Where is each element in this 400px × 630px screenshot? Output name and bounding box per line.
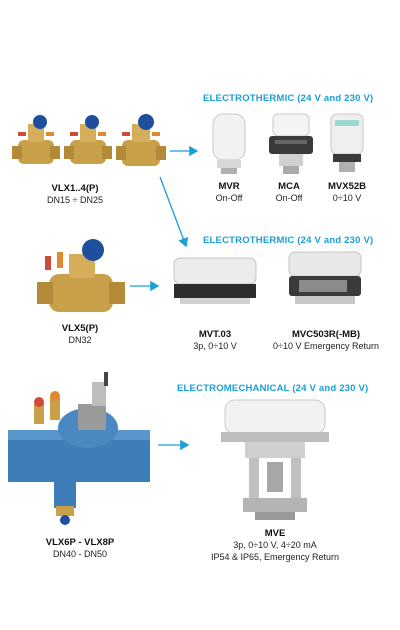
mvc503r-desc: 0÷10 V Emergency Return <box>273 341 379 351</box>
mve-actuator-image <box>221 399 329 520</box>
mvr-name: MVR <box>218 181 240 192</box>
heading-electrothermic-1: ELECTROTHERMIC (24 V and 230 V) <box>203 93 374 104</box>
vlx6-8-valve-image <box>8 372 150 525</box>
mvt03-desc: 3p, 0÷10 V <box>193 341 237 351</box>
vlx5-name: VLX5(P) <box>61 323 99 334</box>
mca-actuator-image <box>269 113 313 174</box>
mvx52b-desc: 0÷10 V <box>332 193 362 203</box>
mve-desc: 3p, 0÷10 V, 4÷20 mA <box>233 540 317 550</box>
mvx52b-name: MVX52B <box>327 181 366 192</box>
heading-electrothermic-2: ELECTROTHERMIC (24 V and 230 V) <box>203 235 374 246</box>
mvr-desc: On-Off <box>215 193 243 203</box>
arrow-vlx14-to-mvt <box>159 176 189 248</box>
mca-name: MCA <box>278 181 300 192</box>
vlx1-4-name: VLX1..4(P) <box>51 183 99 194</box>
vlx5-desc: DN32 <box>68 335 92 345</box>
mve-name: MVE <box>264 528 286 539</box>
mca-desc: On-Off <box>275 193 303 203</box>
mvc503r-actuator-image <box>288 251 362 304</box>
heading-electromechanical: ELECTROMECHANICAL (24 V and 230 V) <box>177 383 369 394</box>
mvt03-actuator-image <box>173 257 257 304</box>
vlx5-valve-image <box>37 239 125 312</box>
mve-desc2: IP54 & IP65, Emergency Return <box>210 552 340 562</box>
vlx1-4-desc: DN15 ÷ DN25 <box>47 195 103 205</box>
vlx6-8-desc: DN40 - DN50 <box>52 549 108 559</box>
mvx52b-actuator-image <box>330 113 364 172</box>
vlx1-4-valves-image <box>12 114 166 166</box>
mvt03-name: MVT.03 <box>198 329 232 340</box>
mvc503r-name: MVC503R(-MB) <box>291 329 361 340</box>
vlx6-8-name: VLX6P - VLX8P <box>45 537 115 548</box>
mvr-actuator-image <box>212 113 246 174</box>
